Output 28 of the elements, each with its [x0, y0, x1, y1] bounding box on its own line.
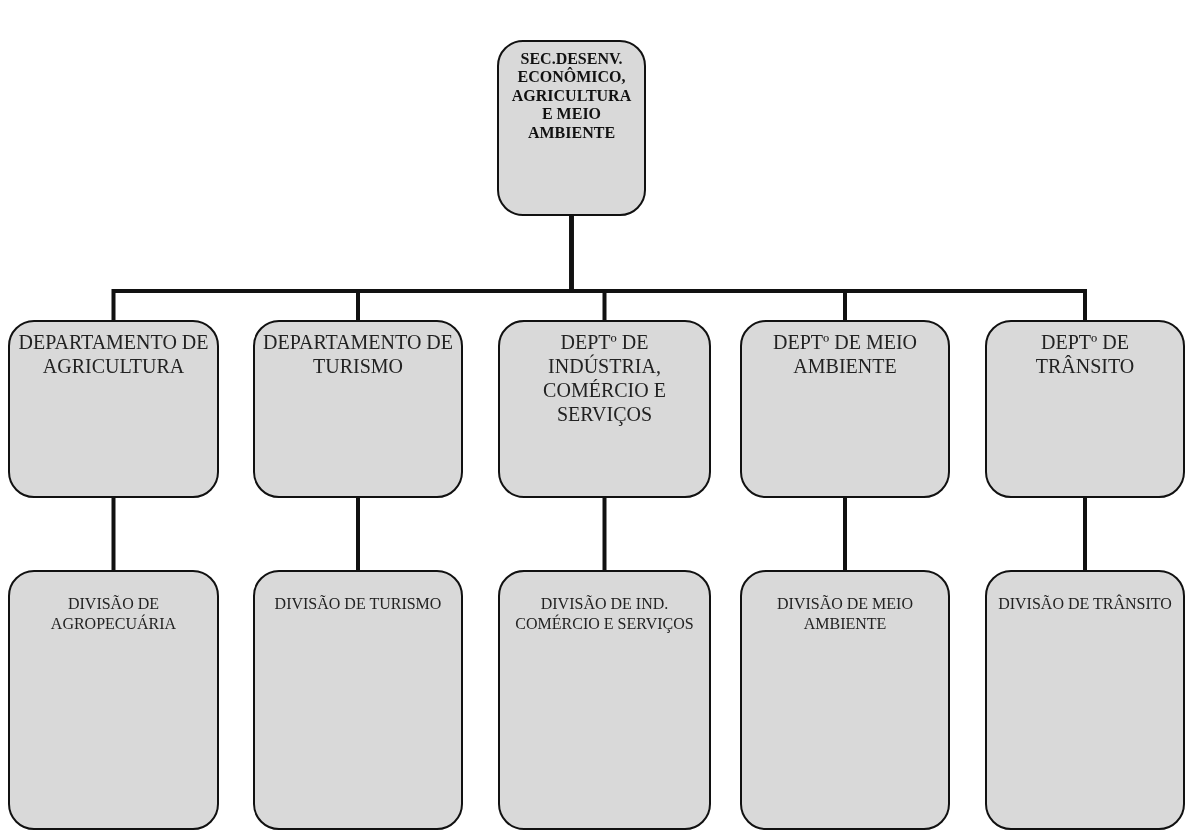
division-box	[8, 570, 219, 830]
box-label: DEPTº DE MEIO AMBIENTE	[772, 330, 918, 378]
department-box	[985, 320, 1185, 498]
division-box	[253, 570, 463, 830]
department-box	[740, 320, 950, 498]
connector-line	[111, 496, 116, 570]
box-label: DEPARTAMENTO DE TURISMO	[262, 330, 454, 378]
department-box	[253, 320, 463, 498]
connector-line	[569, 216, 1087, 320]
box-label: DIVISÃO DE TURISMO	[273, 594, 443, 614]
connector-line	[843, 496, 847, 570]
department-box	[8, 320, 219, 498]
connector-line	[1083, 496, 1087, 570]
box-label: SEC.DESENV. ECONÔMICO, AGRICULTURA E MEIO AMBIENTE	[510, 50, 633, 142]
box-label: DIVISÃO DE IND. COMÉRCIO E SERVIÇOS	[514, 594, 695, 634]
box-label: DIVISÃO DE AGROPECUÁRIA	[49, 594, 178, 634]
box-label: DIVISÃO DE TRÂNSITO	[997, 594, 1173, 614]
connector-line	[356, 496, 360, 570]
box-label: DEPTº DE TRÂNSITO	[1034, 330, 1136, 378]
department-box	[498, 320, 711, 498]
box-label: DEPARTAMENTO DE AGRICULTURA	[17, 330, 210, 378]
division-box	[498, 570, 711, 830]
division-box	[985, 570, 1185, 830]
division-box	[740, 570, 950, 830]
box-label: DEPTº DE INDÚSTRIA, COMÉRCIO E SERVIÇOS	[542, 330, 667, 426]
box-label: DIVISÃO DE MEIO AMBIENTE	[776, 594, 914, 634]
secretariat-box	[497, 40, 646, 216]
connector-line	[602, 496, 607, 570]
